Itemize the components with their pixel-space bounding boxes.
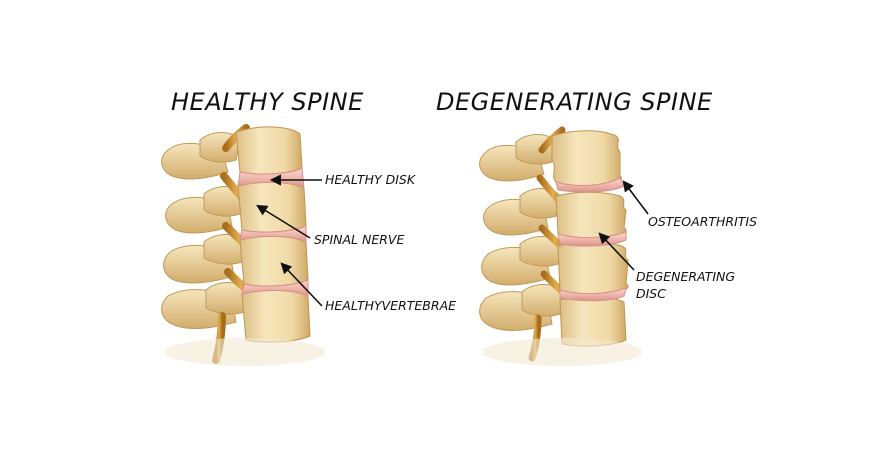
label-healthy-vertebrae: HEALTHYVERTEBRAE bbox=[325, 298, 457, 313]
arrow-osteoarthritis bbox=[622, 180, 649, 215]
healthy-vertebral-bodies bbox=[235, 126, 311, 343]
healthy-posterior-processes bbox=[161, 132, 249, 329]
degenerating-vertebral-bodies bbox=[551, 130, 629, 347]
arrow-healthy-vertebrae bbox=[280, 262, 323, 307]
label-osteoarthritis: OSTEOARTHRITIS bbox=[648, 214, 758, 229]
arrow-spinal-nerve bbox=[256, 204, 311, 239]
annotation-arrows bbox=[256, 174, 649, 307]
label-healthy-disk: HEALTHY DISK bbox=[325, 172, 416, 187]
label-degenerating-disc-line1: DEGENERATING bbox=[636, 269, 736, 284]
healthy-spine-illustration bbox=[161, 124, 325, 366]
label-spinal-nerve: SPINAL NERVE bbox=[314, 232, 405, 247]
healthy-spine-title: HEALTHY SPINE bbox=[171, 88, 364, 116]
label-degenerating-disc: DEGENERATING DISC bbox=[636, 268, 735, 302]
degenerating-spine-title: DEGENERATING SPINE bbox=[436, 88, 713, 116]
degenerating-posterior-processes bbox=[479, 134, 565, 331]
arrow-degenerating-disc bbox=[598, 232, 635, 271]
label-degenerating-disc-line2: DISC bbox=[636, 286, 666, 301]
degenerating-spine-illustration bbox=[479, 126, 642, 366]
